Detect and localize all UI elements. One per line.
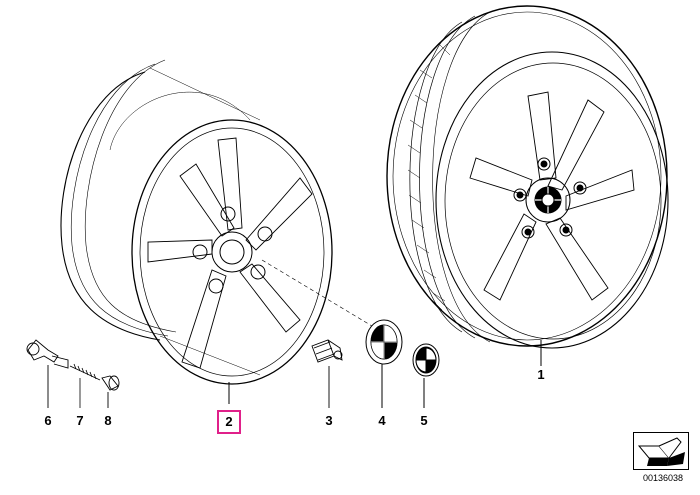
rim[interactable] [60,59,333,404]
arrow-icon[interactable] [633,432,689,470]
label-part-6[interactable]: 6 [44,413,52,428]
emblem[interactable] [412,343,440,408]
hub-cap[interactable] [365,319,403,408]
diagram-id: 00136038 [642,473,684,483]
label-part-3[interactable]: 3 [325,413,333,428]
label-part-4[interactable]: 4 [378,413,386,428]
label-part-5[interactable]: 5 [420,413,428,428]
valve-cap[interactable] [101,375,120,408]
tire-wheel-assembly[interactable] [386,5,669,366]
wheel-bolt[interactable] [311,339,343,408]
label-part-8[interactable]: 8 [104,413,112,428]
valve-stem[interactable] [26,339,69,408]
valve-core[interactable] [69,363,101,408]
label-part-2-highlighted[interactable]: 2 [217,410,241,434]
label-part-7[interactable]: 7 [76,413,84,428]
label-part-1[interactable]: 1 [537,367,545,382]
